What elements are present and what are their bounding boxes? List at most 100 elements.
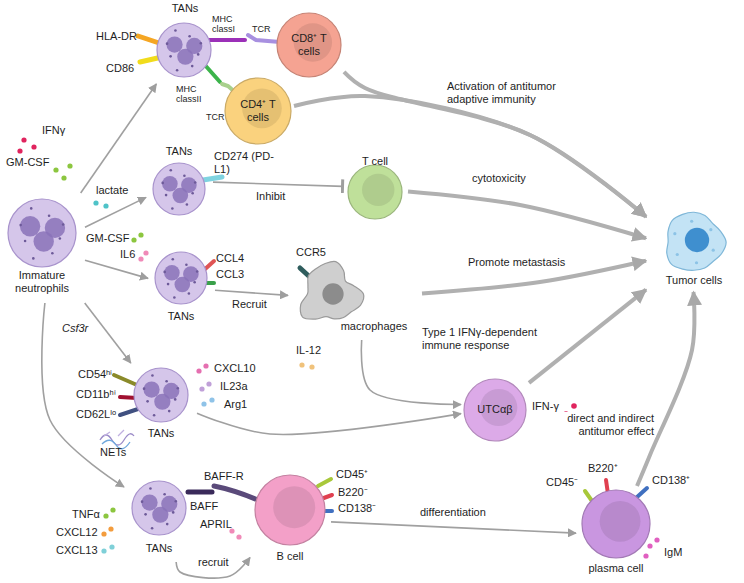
annotation-label: BAFF-R	[204, 470, 244, 483]
annotation-label: MHC classII	[176, 84, 214, 105]
art-stroke	[248, 35, 280, 42]
connector-arrow	[213, 182, 343, 186]
annotation-label: CD54ʰⁱ	[78, 368, 112, 381]
art-stroke	[299, 362, 304, 367]
cell-label: macrophages	[330, 320, 418, 333]
art-stroke	[208, 38, 245, 42]
art-stroke	[109, 544, 114, 549]
annotation-label: TNFα	[72, 508, 100, 521]
annotation-label: IFNγ	[42, 124, 65, 137]
cell-label: plasma cell	[578, 562, 654, 575]
edge-label: lactate	[94, 184, 130, 197]
cell-node: CD4⁺ T cells	[224, 77, 292, 145]
edge-label: Csf3r	[60, 322, 90, 335]
art-stroke	[67, 163, 72, 168]
art-stroke	[93, 200, 98, 205]
art-stroke	[104, 430, 124, 436]
cell-node: TANs	[150, 2, 221, 82]
art-stroke	[120, 409, 138, 415]
annotation-label: NETs	[100, 446, 126, 459]
art-stroke	[110, 507, 115, 512]
cell-label: TANs	[148, 145, 210, 158]
art-stroke	[236, 534, 241, 539]
cell-label: CD8⁺ T cells	[283, 32, 335, 57]
cell-node: TANs	[148, 145, 211, 217]
annotation-label: CD62Lˡᵒ	[76, 408, 116, 421]
annotation-label: MHC classI	[212, 14, 246, 35]
cell-node: B cell	[252, 472, 329, 568]
connector-arrow	[85, 197, 146, 227]
art-stroke	[114, 375, 137, 385]
cell-node: Tumor cells	[648, 212, 741, 290]
art-stroke	[53, 167, 58, 172]
art-stroke	[131, 237, 136, 242]
connector-arrow	[85, 260, 148, 278]
cell-label: TANs	[150, 2, 220, 15]
connector-arrow	[197, 413, 461, 434]
art-stroke	[143, 250, 148, 255]
edge-label: Recruit	[230, 298, 269, 311]
cell-node: macrophages	[290, 262, 420, 338]
connector-arrow	[408, 191, 646, 238]
connector-arrow	[637, 292, 694, 486]
art-stroke	[204, 64, 220, 82]
cell-label: TANs	[150, 310, 212, 323]
annotation-label: BAFF	[190, 500, 218, 513]
art-stroke	[214, 486, 258, 500]
annotation-label: GM-CSF	[6, 156, 49, 169]
cell-label: Tumor cells	[648, 274, 740, 287]
cell-node: T cell	[345, 155, 406, 220]
annotation-label: CD45⁺	[336, 468, 368, 481]
annotation-label: CD274 (PD-L1)	[214, 150, 276, 175]
art-stroke	[31, 144, 36, 149]
annotation-label: CCL3	[216, 268, 244, 281]
art-stroke	[201, 401, 206, 406]
cell-node: UTCαβ	[463, 378, 527, 442]
cell-node: CD8⁺ T cells	[276, 12, 342, 78]
annotation-label: CD86	[106, 62, 134, 75]
art-stroke	[138, 256, 143, 261]
annotation-label: CD11bʰⁱ	[76, 388, 116, 401]
edge-label: Type 1 IFNγ-dependent immune response	[420, 326, 556, 351]
annotation-label: CD138⁺	[652, 474, 690, 487]
annotation-label: CD138⁻	[338, 502, 376, 515]
annotation-label: CXCL12	[56, 526, 98, 539]
art-stroke	[571, 403, 577, 409]
edge-label: Promote metastasis	[466, 256, 567, 269]
annotation-label: TCR	[252, 24, 271, 34]
art-stroke	[647, 543, 652, 548]
cell-label: B cell	[252, 550, 328, 563]
annotation-label: B220⁻	[338, 486, 368, 499]
art-stroke	[17, 148, 22, 153]
art-stroke	[585, 491, 592, 501]
edge-label: Activation of antitumor adaptive immunit…	[445, 80, 589, 105]
art-stroke	[654, 537, 659, 542]
annotation-label: Arg1	[224, 398, 247, 411]
edge-label: recruit	[196, 556, 231, 569]
cell-label: CD4⁺ T cells	[232, 98, 284, 123]
annotation-label: IL23a	[220, 380, 248, 393]
annotation-label: IL6	[120, 248, 135, 261]
connector-arrow	[331, 522, 576, 533]
edge-label: differentiation	[418, 506, 488, 519]
art-stroke	[196, 368, 201, 373]
art-stroke	[61, 175, 66, 180]
annotation-label: CXCL10	[214, 362, 256, 375]
annotation-label: IFN-γ	[532, 400, 559, 413]
annotation-label: TCR	[206, 112, 225, 122]
cell-label: Immature neutrophils	[2, 269, 82, 294]
edge-label: Inhibit	[254, 190, 287, 203]
annotation-label: B220⁺	[588, 462, 618, 475]
art-stroke	[203, 177, 222, 180]
art-stroke	[108, 526, 113, 531]
annotation-label: CXCL13	[56, 544, 98, 557]
annotation-label: CCR5	[296, 246, 326, 259]
annotation-label: IL-12	[296, 344, 321, 357]
art-stroke	[101, 531, 106, 536]
annotation-label: CCL4	[216, 252, 244, 265]
annotation-label: CD45⁻	[546, 476, 578, 489]
art-stroke	[101, 548, 106, 553]
connector-arrow	[85, 303, 131, 363]
connector-arrow	[344, 72, 646, 217]
annotation-label: APRIL	[200, 518, 232, 531]
